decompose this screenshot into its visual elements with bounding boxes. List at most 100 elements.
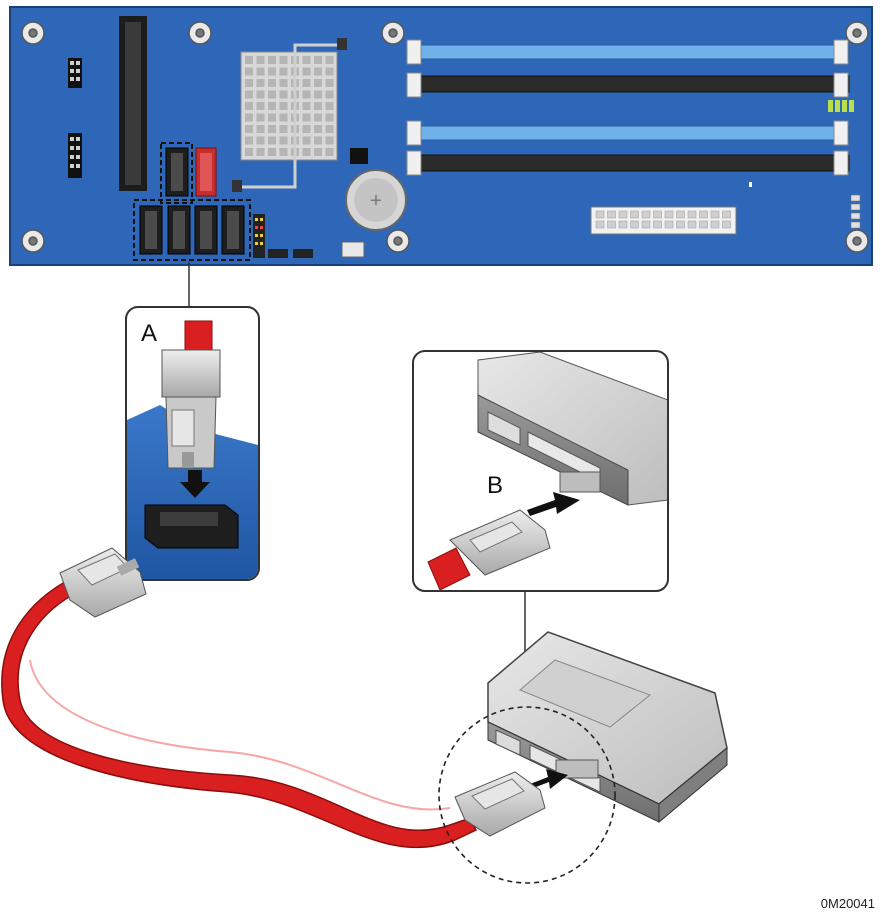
heatsink-fin — [302, 102, 311, 110]
svg-text:+: + — [370, 190, 382, 212]
atx-pin — [664, 210, 674, 219]
heatsink-fin — [314, 136, 322, 145]
heatsink-fin — [279, 67, 288, 76]
atx-pin — [630, 210, 639, 219]
heatsink-fin — [302, 79, 311, 87]
heatsink-fin — [256, 90, 265, 99]
ide-connector — [119, 16, 147, 191]
inset-a: A — [125, 306, 260, 581]
heatsink-fin — [268, 56, 276, 64]
heatsink-fin — [245, 102, 253, 110]
heatsink-fin — [279, 113, 288, 122]
heatsink-fin — [325, 56, 334, 64]
heatsink-fin — [302, 113, 311, 122]
heatsink-fin — [268, 136, 276, 145]
atx-pin — [595, 210, 605, 219]
heatsink-fin — [245, 113, 253, 122]
atx-pin — [653, 220, 662, 229]
arrow-right-icon — [527, 492, 580, 516]
heatsink-fin — [314, 79, 322, 87]
heatsink-fin — [314, 67, 322, 76]
status-leds — [828, 100, 854, 112]
heatsink-fin — [279, 102, 288, 110]
figure-id: 0M20041 — [820, 896, 875, 911]
heatsink-fin — [302, 90, 311, 99]
heatsink-fin — [314, 102, 322, 110]
heatsink-fin — [256, 113, 265, 122]
heatsink-fin — [302, 148, 311, 156]
atx-pin — [722, 220, 731, 229]
heatsink-fin — [268, 79, 276, 87]
atx-pin — [618, 220, 628, 229]
heatsink-fin — [256, 79, 265, 87]
heatsink-fin — [245, 148, 253, 156]
heatsink-fin — [302, 56, 311, 64]
heatsink-fin — [256, 102, 265, 110]
heatsink-fin — [268, 148, 276, 156]
heatsink-fin — [245, 79, 253, 87]
heatsink-fin — [256, 136, 265, 145]
heatsink-fin — [325, 67, 334, 76]
heatsink-fin — [314, 90, 322, 99]
atx-pin — [607, 220, 616, 229]
heatsink-fin — [256, 125, 265, 133]
heatsink-fin — [314, 125, 322, 133]
callout-b: B — [487, 472, 503, 499]
atx-pin — [699, 220, 708, 229]
heatsink-fin — [268, 113, 276, 122]
heatsink-fin — [302, 67, 311, 76]
dashed-highlight-box — [133, 142, 251, 261]
atx-power-connector — [590, 206, 737, 235]
heatsink-fin — [279, 90, 288, 99]
atx-pin — [676, 210, 685, 219]
heatsink-fin — [245, 56, 253, 64]
heatsink-fin — [256, 148, 265, 156]
heatsink-fin — [325, 90, 334, 99]
atx-pin — [687, 210, 697, 219]
heatsink-fin — [314, 113, 322, 122]
arrow-down-icon — [180, 470, 210, 498]
atx-pin — [630, 220, 639, 229]
sata-ports-board — [139, 147, 245, 255]
heatsink-fin — [245, 67, 253, 76]
heatsink-fin — [314, 56, 322, 64]
heatsink-fin — [302, 136, 311, 145]
atx-pin — [641, 220, 651, 229]
atx-pin — [607, 210, 616, 219]
heatsink-fin — [256, 67, 265, 76]
heatsink-fin — [256, 56, 265, 64]
atx-pin — [653, 210, 662, 219]
arrow-right-icon — [525, 769, 568, 790]
heatsink-fin — [302, 125, 311, 133]
hard-drive — [487, 631, 728, 824]
heatsink-fin — [325, 148, 334, 156]
atx-pin — [710, 220, 720, 229]
callout-a: A — [141, 320, 157, 347]
sata-cable — [1, 577, 478, 849]
atx-pin — [664, 220, 674, 229]
heatsink-fin — [325, 79, 334, 87]
inset-b: B — [412, 350, 669, 592]
heatsink-fin — [279, 136, 288, 145]
atx-pin — [687, 220, 697, 229]
cmos-battery: + — [345, 169, 407, 231]
heatsink-fin — [325, 136, 334, 145]
atx-pin — [618, 210, 628, 219]
heatsink-fin — [279, 125, 288, 133]
heatsink-fin — [279, 56, 288, 64]
heatsink-fin — [268, 102, 276, 110]
heatsink-fin — [325, 125, 334, 133]
atx-pin — [722, 210, 731, 219]
atx-pin — [676, 220, 685, 229]
atx-pin — [595, 220, 605, 229]
heatsink-fin — [279, 148, 288, 156]
heatsink-fin — [245, 136, 253, 145]
heatsink-fin — [268, 67, 276, 76]
heatsink-fin — [314, 148, 322, 156]
heatsink-fin — [245, 125, 253, 133]
motherboard: + — [9, 6, 873, 266]
sata-cable-plug-a — [59, 547, 147, 618]
sata-cable-plug-b — [454, 771, 546, 837]
atx-pin — [699, 210, 708, 219]
